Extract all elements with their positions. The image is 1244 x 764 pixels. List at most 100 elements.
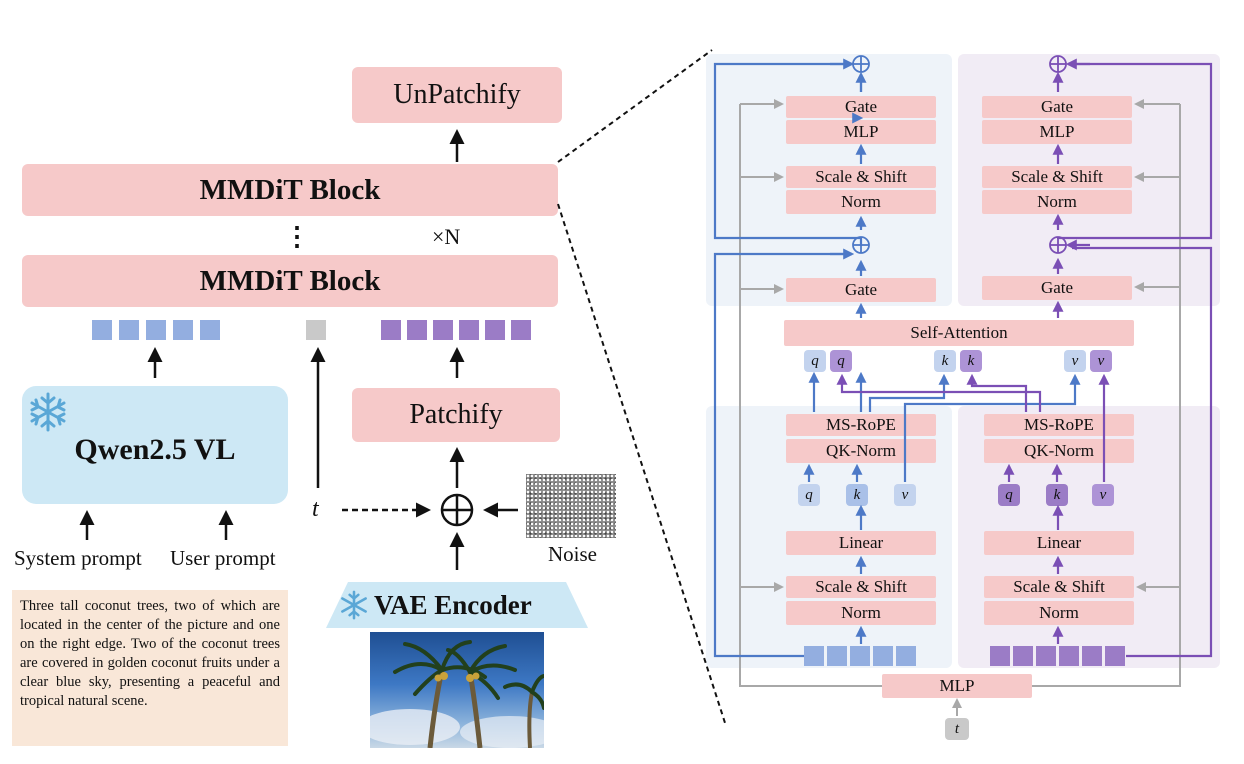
- image-token: [485, 320, 505, 340]
- noise-image: [526, 474, 616, 538]
- image-token: [1036, 646, 1056, 666]
- text-token: [850, 646, 870, 666]
- k-label: k: [1053, 486, 1061, 503]
- q-token: q: [798, 484, 820, 506]
- palm-tree-photo: [370, 632, 544, 748]
- v-token: v: [1090, 350, 1112, 372]
- mmdit-block-bottom: MMDiT Block: [22, 255, 558, 307]
- qk-norm-box: QK-Norm: [786, 439, 936, 463]
- linear-box: Linear: [786, 531, 936, 555]
- text-token: [173, 320, 193, 340]
- text-token: [827, 646, 847, 666]
- linear-label: Linear: [838, 533, 884, 552]
- v-label: v: [1097, 352, 1105, 369]
- oplus-icon: [852, 55, 870, 254]
- repeat-label: ×N: [432, 224, 461, 249]
- image-token: [407, 320, 427, 340]
- qk-norm-box: QK-Norm: [984, 439, 1134, 463]
- timestep-token: [306, 320, 326, 340]
- gate-box: Gate: [786, 278, 936, 302]
- v-token: v: [1064, 350, 1086, 372]
- mmdit-block-top-label: MMDiT Block: [199, 173, 381, 206]
- image-token: [1082, 646, 1102, 666]
- ms-rope-box: MS-RoPE: [786, 414, 936, 436]
- mlp-label: MLP: [1039, 122, 1075, 141]
- gate-box: Gate: [982, 276, 1132, 300]
- gate-box: Gate: [982, 96, 1132, 118]
- unpatchify-box: UnPatchify: [352, 67, 562, 123]
- image-token: [1105, 646, 1125, 666]
- gate-label: Gate: [1040, 278, 1074, 297]
- image-token: [990, 646, 1010, 666]
- oplus-icon: [440, 493, 474, 527]
- text-token: [873, 646, 893, 666]
- oplus-icon: [1049, 55, 1067, 254]
- linear-box: Linear: [984, 531, 1134, 555]
- mmdit-block-top: MMDiT Block: [22, 164, 558, 216]
- q-label: q: [805, 486, 813, 503]
- prompt-caption-box: Three tall coconut trees, two of which a…: [12, 590, 288, 746]
- ms-rope-label: MS-RoPE: [1024, 415, 1094, 434]
- mmdit-block-bottom-label: MMDiT Block: [199, 264, 381, 297]
- norm-label: Norm: [1039, 603, 1079, 622]
- unpatchify-label: UnPatchify: [393, 79, 521, 110]
- image-token: [511, 320, 531, 340]
- text-token: [200, 320, 220, 340]
- k-label: k: [967, 352, 975, 369]
- stack-dots: ⋮: [284, 222, 310, 251]
- mlp-label: MLP: [843, 122, 879, 141]
- gate-label: Gate: [844, 280, 878, 299]
- text-token: [896, 646, 916, 666]
- timestep-token: t: [945, 718, 969, 740]
- qwen-label: Qwen2.5 VL: [74, 433, 236, 466]
- image-token: [1013, 646, 1033, 666]
- v-token: v: [1092, 484, 1114, 506]
- scale-shift-box: Scale & Shift: [786, 166, 936, 188]
- gate-label: Gate: [844, 97, 878, 116]
- scale-shift-label: Scale & Shift: [815, 167, 907, 186]
- ms-rope-box: MS-RoPE: [984, 414, 1134, 436]
- k-label: k: [941, 352, 949, 369]
- qk-norm-label: QK-Norm: [826, 441, 896, 460]
- k-label: k: [853, 486, 861, 503]
- scale-shift-label: Scale & Shift: [815, 577, 907, 596]
- v-label: v: [901, 486, 909, 503]
- k-token: k: [846, 484, 868, 506]
- k-token: k: [934, 350, 956, 372]
- v-label: v: [1071, 352, 1079, 369]
- norm-label: Norm: [841, 603, 881, 622]
- q-token: q: [804, 350, 826, 372]
- image-token: [381, 320, 401, 340]
- scale-shift-label: Scale & Shift: [1011, 167, 1103, 186]
- text-token: [92, 320, 112, 340]
- scale-shift-label: Scale & Shift: [1013, 577, 1105, 596]
- q-token: q: [830, 350, 852, 372]
- vae-encoder-label: VAE Encoder: [374, 590, 532, 620]
- timestep-label: t: [312, 496, 319, 522]
- image-token: [1059, 646, 1079, 666]
- gate-box: Gate: [786, 96, 936, 118]
- scale-shift-box: Scale & Shift: [786, 576, 936, 598]
- q-label: q: [837, 352, 845, 369]
- patchify-box: Patchify: [352, 388, 560, 442]
- timestep-mlp-label: MLP: [939, 676, 975, 695]
- image-token: [433, 320, 453, 340]
- v-token: v: [894, 484, 916, 506]
- gate-label: Gate: [1040, 97, 1074, 116]
- self-attention-box: Self-Attention: [784, 320, 1134, 346]
- snowflake-icon: [30, 392, 66, 432]
- patchify-label: Patchify: [409, 399, 503, 430]
- norm-box: Norm: [982, 190, 1132, 214]
- qk-norm-label: QK-Norm: [1024, 441, 1094, 460]
- mlp-box: MLP: [786, 120, 936, 144]
- scale-shift-box: Scale & Shift: [982, 166, 1132, 188]
- self-attention-label: Self-Attention: [910, 323, 1008, 342]
- scale-shift-box: Scale & Shift: [984, 576, 1134, 598]
- snowflake-icon: [341, 590, 367, 620]
- image-token: [459, 320, 479, 340]
- timestep-token-label: t: [954, 720, 960, 737]
- norm-label: Norm: [841, 192, 881, 211]
- v-label: v: [1099, 486, 1107, 503]
- vae-encoder-shape: [326, 582, 588, 628]
